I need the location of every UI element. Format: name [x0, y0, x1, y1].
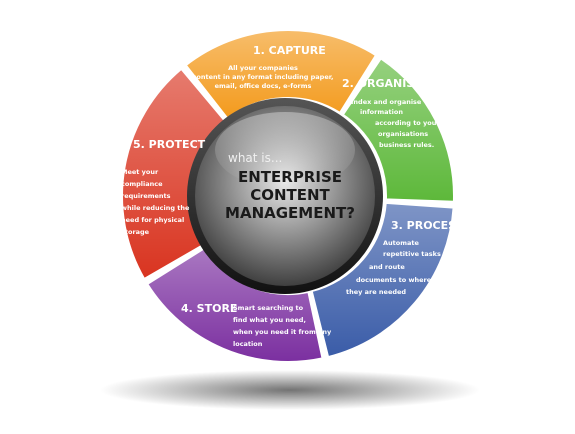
segment-text-line: All your companies — [228, 64, 298, 72]
segment-text-line: business rules. — [379, 141, 434, 149]
segment-text-line: Meet your — [121, 168, 159, 176]
segment-text-line: content in any format including paper, — [193, 73, 334, 81]
segment-text-line: find what you need, — [233, 316, 306, 324]
center-small-text: what is... — [228, 151, 282, 165]
segment-title: 5. PROTECT — [133, 138, 206, 151]
center-line-1: ENTERPRISE — [238, 168, 342, 186]
segment-text-line: documents to where — [356, 276, 432, 284]
segment-process-gloss — [311, 202, 454, 358]
segment-text-line: need for physical — [121, 216, 184, 224]
segment-title: 1. CAPTURE — [253, 44, 326, 57]
segment-ring — [121, 29, 455, 363]
segment-store: 4. STORE Smart searching to find what yo… — [181, 302, 332, 348]
center-line-2: CONTENT — [250, 186, 330, 204]
segment-text-line: according to your — [375, 119, 440, 127]
hub-gloss — [215, 112, 355, 188]
segment-text-line: location — [233, 340, 263, 348]
segment-protect-gloss — [121, 68, 226, 279]
ground-shadow — [100, 370, 480, 410]
segment-text-line: Smart searching to — [233, 304, 304, 312]
segment-text-line: and route — [369, 263, 405, 271]
segment-text-line: information — [360, 108, 403, 116]
segment-text-line: when you need it from any — [233, 328, 332, 336]
segment-text-line: organisations — [378, 130, 428, 138]
segment-text-line: while reducing the — [121, 204, 190, 212]
segment-store-gloss — [147, 247, 323, 362]
segment-text-line: compliance — [121, 180, 163, 188]
segment-text-line: email, office docs, e-forms — [215, 82, 312, 90]
segment-organise: 2. ORGANISE Index and organise informati… — [342, 77, 440, 149]
segment-capture: 1. CAPTURE All your companies content in… — [193, 44, 334, 90]
segment-text-line: they are needed — [346, 288, 406, 296]
segment-title: 3. PROCESS — [391, 219, 464, 232]
segment-text-line: storage — [121, 228, 150, 236]
center-line-3: MANAGEMENT? — [225, 204, 355, 222]
segment-organise-gloss — [342, 58, 454, 202]
segment-text-line: Index and organise — [351, 98, 422, 106]
segment-protect: 5. PROTECT Meet your compliance requirem… — [121, 138, 206, 236]
segment-process: 3. PROCESS Automate repetitive tasks and… — [346, 219, 464, 296]
segment-title: 4. STORE — [181, 302, 237, 315]
segment-title: 2. ORGANISE — [342, 77, 422, 90]
segment-text-line: Automate — [383, 239, 419, 247]
segment-text-line: requirements — [121, 192, 171, 200]
segment-capture-gloss — [185, 30, 376, 119]
segment-text-line: repetitive tasks — [383, 250, 441, 258]
